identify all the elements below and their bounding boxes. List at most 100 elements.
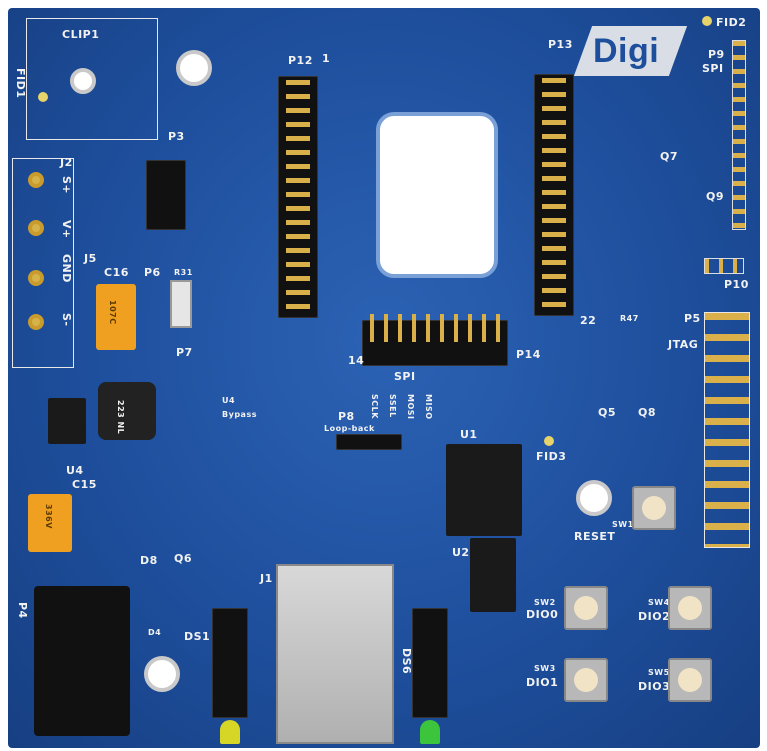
p12-pin1-label: 1	[322, 52, 331, 65]
dio3-label: DIO3	[638, 680, 671, 693]
reset-label: RESET	[574, 530, 616, 543]
bypass-label: Bypass	[222, 410, 257, 419]
led-ds1-lens	[220, 720, 240, 744]
pcb-board: CLIP1 FID1 Digi FID2 P9 SPI P12 1 P13 22…	[8, 8, 760, 748]
j1-label: J1	[260, 572, 273, 585]
p7-label: P7	[176, 346, 193, 359]
tantalum-capacitor-c15	[28, 494, 72, 552]
dio0-label: DIO0	[526, 608, 559, 621]
dio2-button[interactable]	[668, 586, 712, 630]
p14-pins	[370, 314, 510, 342]
p13-pins	[542, 78, 566, 314]
mounting-hole	[70, 68, 96, 94]
dio3-button[interactable]	[668, 658, 712, 702]
led-ds1	[212, 608, 248, 718]
q9-label: Q9	[706, 190, 725, 203]
tantalum-capacitor-c16	[96, 284, 136, 350]
q5-label: Q5	[598, 406, 617, 419]
sclk-label: SCLK	[370, 394, 379, 419]
p14-label: P14	[516, 348, 541, 361]
terminal-pad	[28, 172, 44, 188]
p3-header	[146, 160, 186, 230]
q6-label: Q6	[174, 552, 193, 565]
ds6-label: DS6	[400, 648, 413, 675]
miso-label: MISO	[424, 394, 433, 420]
dio2-label: DIO2	[638, 610, 671, 623]
clip1-label: CLIP1	[62, 28, 100, 41]
jtag-label: JTAG	[668, 338, 699, 351]
p12-pins	[286, 80, 310, 316]
spi-p14-label: SPI	[394, 370, 416, 383]
digi-logo-text: Digi	[593, 32, 660, 70]
u2-chip	[470, 538, 516, 612]
fiducial-3	[544, 436, 554, 446]
inductor	[98, 382, 156, 440]
spi-label: SPI	[702, 62, 724, 75]
sw4-label: SW4	[648, 598, 670, 607]
p10-header	[704, 258, 744, 274]
clip1-outline	[26, 18, 158, 140]
p8-label: P8	[338, 410, 355, 423]
loopback-label: Loop-back	[324, 424, 375, 433]
p6-label: P6	[144, 266, 161, 279]
power-jack-p4	[34, 586, 130, 736]
s-plus-label: S+	[60, 176, 73, 195]
q8-label: Q8	[638, 406, 657, 419]
dio1-label: DIO1	[526, 676, 559, 689]
u4-chip	[48, 398, 86, 444]
board-cutout	[376, 112, 498, 278]
ds1-label: DS1	[184, 630, 211, 643]
c15-label: C15	[72, 478, 97, 491]
dio1-button[interactable]	[564, 658, 608, 702]
q7-label: Q7	[660, 150, 679, 163]
u1-label: U1	[460, 428, 478, 441]
c16-label: C16	[104, 266, 129, 279]
mosi-label: MOSI	[406, 394, 415, 420]
j5-label: J5	[84, 252, 97, 265]
reset-button[interactable]	[632, 486, 676, 530]
fid3-label: FID3	[536, 450, 567, 463]
p12-label: P12	[288, 54, 313, 67]
p9-label: P9	[708, 48, 725, 61]
c15-marking: 336V	[44, 504, 53, 529]
fid1-label: FID1	[14, 68, 27, 99]
terminal-outline	[12, 158, 74, 368]
p13-pin22-label: 22	[580, 314, 597, 327]
j2-label: J2	[60, 156, 73, 169]
resistor-r31	[170, 280, 192, 328]
c16-marking: 107C	[108, 300, 117, 325]
jtag-header	[704, 312, 750, 548]
d8-label: D8	[140, 554, 158, 567]
p13-label: P13	[548, 38, 573, 51]
s-minus-label: S-	[60, 313, 73, 327]
gnd-label: GND	[60, 254, 73, 283]
led-ds6	[412, 608, 448, 718]
u4-label: U4	[66, 464, 84, 477]
mounting-hole	[176, 50, 212, 86]
v-plus-label: V+	[60, 220, 73, 239]
u4-top-label: U4	[222, 396, 236, 405]
p4-label: P4	[16, 602, 29, 619]
p14-pin14-label: 14	[348, 354, 365, 367]
fiducial-2	[702, 16, 712, 26]
r47-label: R47	[620, 314, 639, 323]
u2-label: U2	[452, 546, 470, 559]
p3-label: P3	[168, 130, 185, 143]
fiducial-1	[38, 92, 48, 102]
terminal-pad	[28, 314, 44, 330]
sw2-label: SW2	[534, 598, 556, 607]
ssel-label: SSEL	[388, 394, 397, 418]
p5-label: P5	[684, 312, 701, 325]
fid2-label: FID2	[716, 16, 747, 29]
sw3-label: SW3	[534, 664, 556, 673]
inductor-marking: 223 NL	[116, 400, 125, 435]
dio0-button[interactable]	[564, 586, 608, 630]
terminal-pad	[28, 220, 44, 236]
sw5-label: SW5	[648, 668, 670, 677]
p10-label: P10	[724, 278, 749, 291]
ethernet-jack-j1[interactable]	[276, 564, 394, 744]
r31-label: R31	[174, 268, 193, 277]
u1-chip	[446, 444, 522, 536]
p9-header	[732, 40, 746, 230]
p8-jumper-header[interactable]	[336, 434, 402, 450]
